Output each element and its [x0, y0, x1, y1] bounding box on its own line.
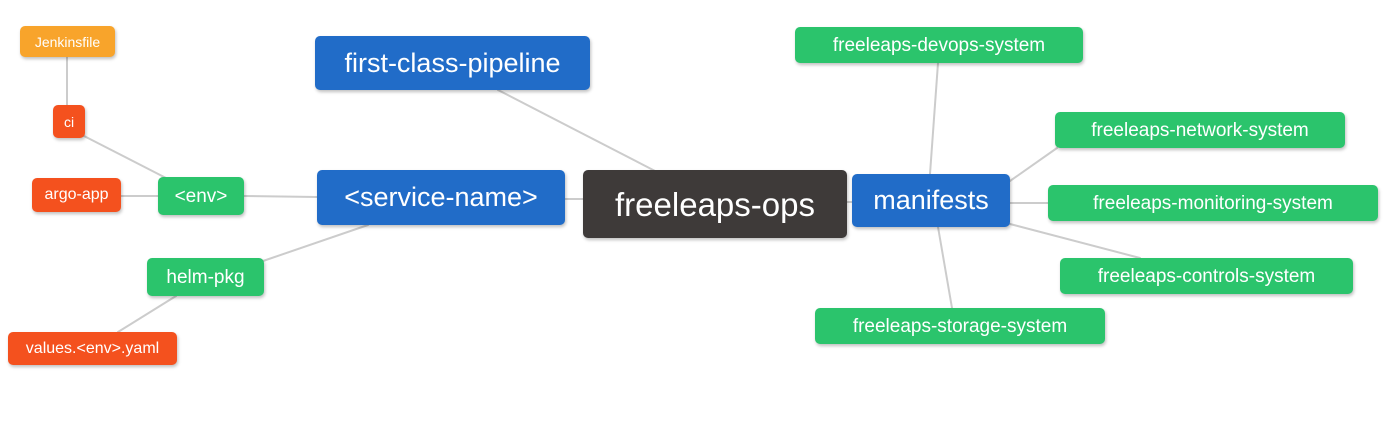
node-label: freeleaps-storage-system	[852, 315, 1068, 337]
edge-first-class-pipeline-to-freeleaps-ops	[497, 89, 658, 173]
node-label: first-class-pipeline	[344, 47, 561, 78]
mindmap-node-ci[interactable]: ci	[53, 105, 85, 138]
mindmap-node-first-class-pipeline[interactable]: first-class-pipeline	[315, 36, 590, 90]
mindmap-node-values-env-yaml[interactable]: values.<env>.yaml	[8, 332, 177, 365]
edge-manifests-to-freeleaps-controls-system	[1009, 223, 1141, 259]
node-label: argo-app	[44, 186, 109, 203]
edge-ci-to-env	[83, 135, 167, 179]
node-label: freeleaps-devops-system	[832, 34, 1046, 56]
mindmap-node-env[interactable]: <env>	[158, 177, 244, 215]
edge-helm-pkg-to-service-name	[262, 224, 369, 262]
mindmap-node-freeleaps-devops-system[interactable]: freeleaps-devops-system	[795, 27, 1083, 63]
node-label: freeleaps-ops	[615, 185, 815, 223]
mindmap-node-helm-pkg[interactable]: helm-pkg	[147, 258, 264, 296]
mindmap-node-freeleaps-ops[interactable]: freeleaps-ops	[583, 170, 847, 238]
edge-env-to-service-name	[243, 195, 318, 198]
mindmap-node-jenkinsfile[interactable]: Jenkinsfile	[20, 26, 115, 57]
edge-values-env-yaml-to-helm-pkg	[117, 295, 177, 333]
edge-manifests-to-freeleaps-network-system	[1009, 147, 1058, 182]
node-label: <service-name>	[344, 182, 538, 212]
node-label: freeleaps-network-system	[1091, 119, 1309, 141]
mindmap-node-freeleaps-storage-system[interactable]: freeleaps-storage-system	[815, 308, 1105, 344]
mindmap-node-argo-app[interactable]: argo-app	[32, 178, 121, 212]
mindmap-node-freeleaps-network-system[interactable]: freeleaps-network-system	[1055, 112, 1345, 148]
mindmap-node-service-name[interactable]: <service-name>	[317, 170, 565, 225]
node-label: ci	[63, 113, 75, 130]
node-label: Jenkinsfile	[34, 33, 101, 50]
node-label: helm-pkg	[166, 266, 245, 288]
edge-manifests-to-freeleaps-storage-system	[937, 226, 953, 309]
node-label: freeleaps-monitoring-system	[1093, 192, 1333, 214]
mindmap-node-manifests[interactable]: manifests	[852, 174, 1010, 227]
node-label: values.<env>.yaml	[25, 339, 160, 357]
mindmap-node-freeleaps-monitoring-system[interactable]: freeleaps-monitoring-system	[1048, 185, 1378, 221]
node-label: manifests	[873, 185, 989, 215]
edge-manifests-to-freeleaps-devops-system	[929, 62, 939, 175]
mindmap-node-freeleaps-controls-system[interactable]: freeleaps-controls-system	[1060, 258, 1353, 294]
node-label: freeleaps-controls-system	[1097, 265, 1316, 287]
node-label: <env>	[174, 185, 228, 207]
